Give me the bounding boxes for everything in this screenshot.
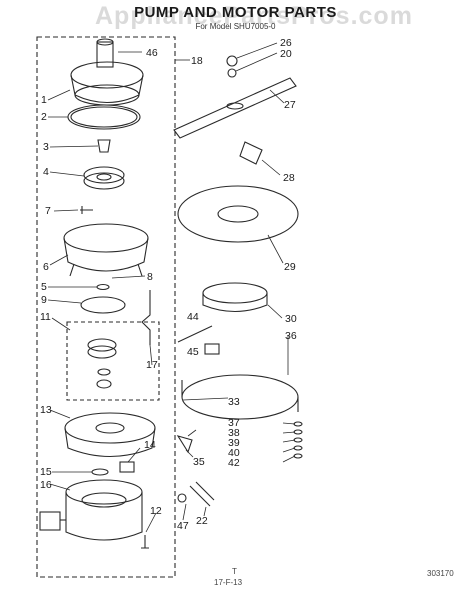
part-3-drawing — [97, 139, 111, 153]
motor-end-drawing — [64, 412, 156, 458]
screw-12-drawing — [141, 535, 149, 549]
fitting-22-drawing — [189, 481, 215, 507]
bracket-28-drawing — [239, 141, 263, 165]
impeller-drawing — [83, 166, 125, 190]
part-label-4: 4 — [43, 166, 49, 178]
part-label-35: 35 — [193, 456, 205, 468]
part-label-47: 47 — [177, 520, 189, 532]
part-label-27: 27 — [284, 99, 296, 111]
heater-ring-drawing — [181, 374, 299, 420]
part-45-drawing — [204, 343, 220, 355]
part-label-5: 5 — [41, 281, 47, 293]
wire-17-drawing — [141, 290, 151, 345]
part-26-drawing — [226, 55, 238, 67]
part-label-14: 14 — [144, 439, 156, 451]
part-label-45: 45 — [187, 346, 199, 358]
part-label-46: 46 — [146, 47, 158, 59]
filter-disc-drawing — [177, 185, 299, 243]
screw-7-drawing — [80, 206, 93, 214]
footer-code: 303170 — [427, 569, 454, 578]
seal-assembly-drawing — [87, 338, 117, 389]
part-14-drawing — [119, 461, 135, 473]
part-label-16: 16 — [40, 479, 52, 491]
part-label-12: 12 — [150, 505, 162, 517]
part-15-drawing — [91, 468, 109, 476]
part-label-38: 38 — [228, 427, 240, 439]
part-label-28: 28 — [283, 172, 295, 184]
part-label-1: 1 — [41, 94, 47, 106]
pump-housing-drawing — [63, 223, 149, 277]
part-9-drawing — [80, 296, 126, 314]
footer-mark: T — [232, 567, 237, 576]
part-label-40: 40 — [228, 447, 240, 459]
part-label-11: 11 — [40, 311, 51, 323]
part-label-26: 26 — [280, 37, 292, 49]
part-label-17: 17 — [146, 359, 158, 371]
hardware-stack-drawing — [293, 421, 303, 459]
part-label-8: 8 — [147, 271, 153, 283]
part-35-drawing — [176, 435, 193, 454]
part-label-29: 29 — [284, 261, 296, 273]
footer-date: 17-F-13 — [214, 578, 243, 587]
o-ring-drawing — [67, 104, 141, 130]
part-label-37: 37 — [228, 417, 240, 429]
part-44-drawing — [177, 325, 213, 343]
pump-cover-drawing — [70, 38, 144, 106]
group-11-frame — [66, 321, 160, 401]
part-label-39: 39 — [228, 437, 240, 449]
part-label-20: 20 — [280, 48, 292, 60]
part-label-2: 2 — [41, 111, 47, 123]
part-label-3: 3 — [43, 141, 49, 153]
part-label-13: 13 — [40, 404, 52, 416]
part-label-33: 33 — [228, 396, 240, 408]
ring-30-drawing — [202, 282, 268, 312]
page-title: PUMP AND MOTOR PARTS — [134, 4, 337, 21]
part-label-36: 36 — [285, 330, 297, 342]
part-label-22: 22 — [196, 515, 208, 527]
motor-drawing — [39, 479, 143, 541]
part-label-44: 44 — [187, 311, 199, 323]
part-label-15: 15 — [40, 466, 52, 478]
part-5-drawing — [96, 283, 110, 291]
part-label-42: 42 — [228, 457, 240, 469]
page-subtitle: For Model SHU7005-0 — [195, 22, 276, 31]
spray-arm-drawing — [173, 77, 297, 139]
part-label-6: 6 — [43, 261, 49, 273]
part-label-30: 30 — [285, 313, 297, 325]
assembly-frame — [36, 36, 176, 578]
part-label-18: 18 — [191, 55, 203, 67]
part-label-7: 7 — [45, 205, 51, 217]
part-label-9: 9 — [41, 294, 47, 306]
part-47-drawing — [177, 493, 187, 503]
part-20-drawing — [227, 68, 237, 78]
